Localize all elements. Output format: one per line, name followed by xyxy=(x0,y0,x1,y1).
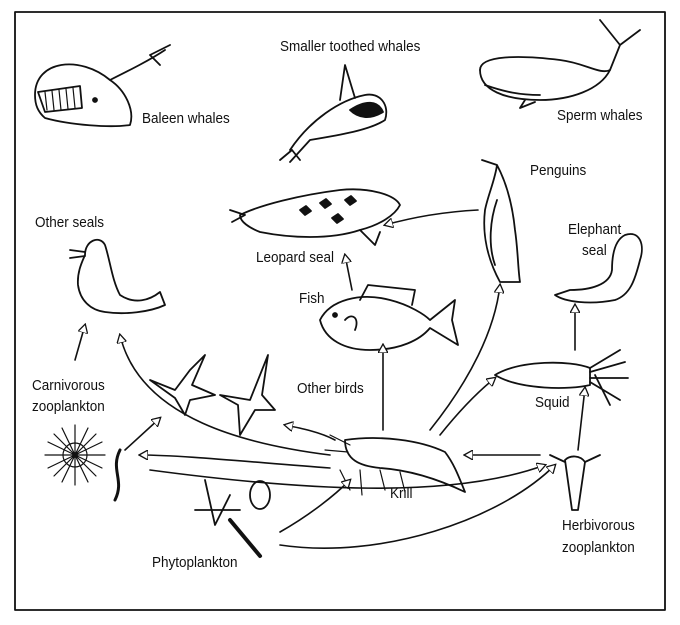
arrow-krill-to-other-seals xyxy=(120,335,331,456)
arrow-fish-to-leopard-seal xyxy=(345,255,353,291)
frame-border xyxy=(14,11,666,611)
label-elephant-seal-line1: Elephant xyxy=(568,221,622,238)
food-web-arrows xyxy=(74,209,585,549)
arrow-phytoplankton-to-krill xyxy=(279,480,350,533)
label-carnivorous-line2: zooplankton xyxy=(32,398,105,415)
fish-icon xyxy=(319,284,459,351)
label-fish: Fish xyxy=(299,290,325,307)
orca-icon xyxy=(279,64,388,163)
arrow-krill-to-squid xyxy=(439,378,495,436)
elephant-seal-icon xyxy=(554,233,643,304)
arrow-penguins-to-leopard-seal xyxy=(385,209,479,225)
label-krill: Krill xyxy=(390,485,413,502)
arrow-carnivorous-to-other-seals xyxy=(74,325,85,361)
arrow-carnivorous-to-herbivorous-region xyxy=(149,465,545,489)
squid-icon xyxy=(494,349,629,406)
sperm-whale-icon xyxy=(479,19,641,109)
label-elephant-seal-line2: seal xyxy=(582,242,607,259)
label-baleen-whales: Baleen whales xyxy=(142,110,230,127)
label-herbivorous-line2: zooplankton xyxy=(562,539,635,556)
arrow-carnivorous-to-birds xyxy=(124,418,160,451)
herbivorous-zooplankton-icon xyxy=(549,454,601,511)
baleen-whale-icon xyxy=(34,44,171,128)
label-carnivorous-line1: Carnivorous xyxy=(32,377,105,394)
carnivorous-zooplankton-icon xyxy=(44,424,122,502)
arrow-krill-to-birds xyxy=(285,425,336,441)
bird-icon xyxy=(149,354,276,436)
label-penguins: Penguins xyxy=(530,162,587,179)
label-phytoplankton: Phytoplankton xyxy=(152,554,238,571)
leopard-seal-icon xyxy=(229,188,401,246)
other-seal-icon xyxy=(69,238,166,315)
label-smaller-toothed-whales: Smaller toothed whales xyxy=(280,38,421,55)
penguin-icon xyxy=(481,159,521,283)
label-other-birds: Other birds xyxy=(297,380,364,397)
arrow-herbivorous-to-squid xyxy=(577,388,585,451)
arrow-phytoplankton-to-herbivorous xyxy=(279,465,555,549)
label-squid: Squid xyxy=(535,394,570,411)
arrow-krill-to-penguins xyxy=(429,285,500,431)
label-leopard-seal: Leopard seal xyxy=(256,249,335,266)
label-sperm-whales: Sperm whales xyxy=(557,107,643,124)
label-other-seals: Other seals xyxy=(35,214,105,231)
phytoplankton-icon xyxy=(194,479,271,558)
label-herbivorous-line1: Herbivorous xyxy=(562,517,635,534)
arrow-to-carnivorous xyxy=(140,455,331,469)
